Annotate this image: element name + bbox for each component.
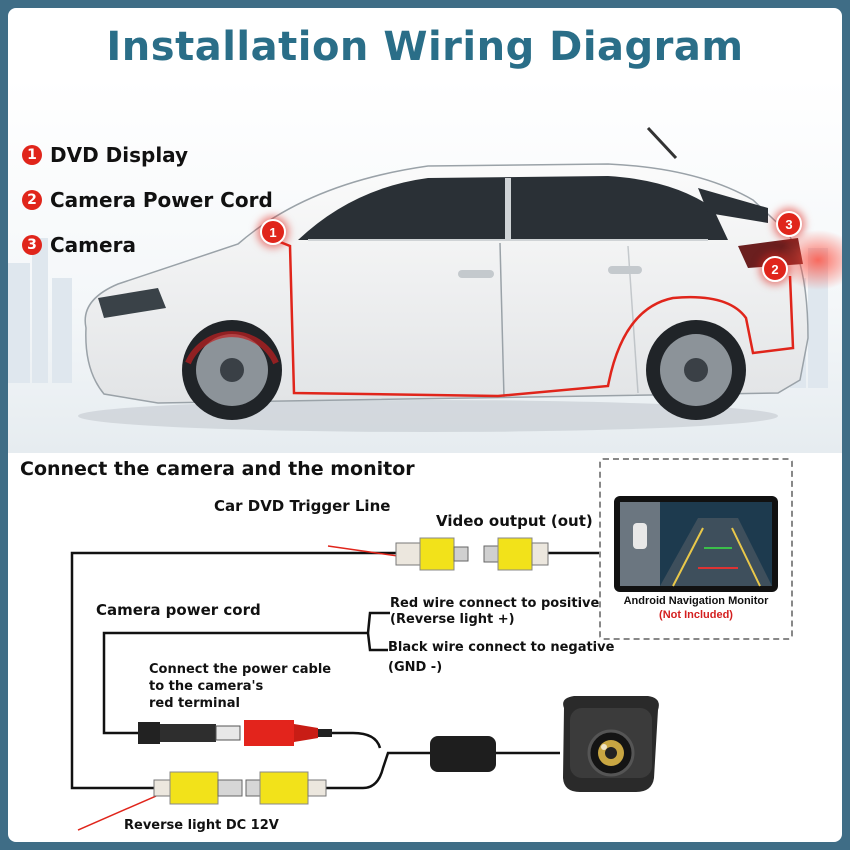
android-monitor [614,496,778,592]
marker-camera-power-cord: 2 [762,256,788,282]
marker-dvd-display: 1 [260,219,286,245]
legend-number-badge: 2 [22,189,42,210]
legend-label: Camera [50,232,136,257]
section-title: Connect the camera and the monitor [20,458,415,480]
legend-item-dvd-display: 1 DVD Display [22,132,273,177]
legend: 1 DVD Display 2 Camera Power Cord 3 Came… [22,132,273,267]
cable-filter-box [430,736,496,772]
diagram-frame: Installation Wiring Diagram 1 DVD Displa… [8,8,842,842]
rca-connector-cable-yellow [245,771,327,805]
legend-label: DVD Display [50,142,189,167]
label-connect-power-line3: red terminal [149,696,240,711]
rca-connector-camera-yellow [153,771,243,805]
label-red-wire-line2: (Reverse light +) [390,612,515,627]
monitor-dashed-box [599,458,793,640]
label-camera-power-cord: Camera power cord [96,601,261,619]
label-red-wire-line1: Red wire connect to positive [390,596,600,611]
rca-connector-trigger-yellow [395,537,469,571]
power-connector-black [138,722,241,744]
label-connect-power-line2: to the camera's [149,679,264,694]
reverse-light-red-line [77,795,157,831]
label-trigger-line: Car DVD Trigger Line [214,497,391,515]
monitor-not-included-note: (Not Included) [659,609,733,621]
legend-item-camera-power-cord: 2 Camera Power Cord [22,177,273,222]
marker-camera: 3 [776,211,802,237]
rca-connector-video-out [483,537,549,571]
legend-item-camera: 3 Camera [22,222,273,267]
power-connector-red [244,720,332,746]
monitor-name: Android Navigation Monitor [623,595,769,607]
label-connect-power-line1: Connect the power cable [149,662,332,677]
legend-number-badge: 1 [22,144,42,165]
label-video-output: Video output (out) [436,512,593,530]
label-black-wire-line1: Black wire connect to negative [388,640,615,655]
wiring-lines [70,551,600,790]
car-wiring-route [269,236,795,398]
legend-label: Camera Power Cord [50,187,273,212]
label-reverse-light: Reverse light DC 12V [124,818,279,833]
trigger-line-red [327,545,399,557]
camera-glow [778,230,842,290]
legend-number-badge: 3 [22,234,42,255]
monitor-caption: Android Navigation Monitor (Not Included… [606,594,786,622]
page-title: Installation Wiring Diagram [106,24,744,70]
reverse-camera [563,696,659,792]
label-black-wire-line2: (GND -) [388,660,443,675]
